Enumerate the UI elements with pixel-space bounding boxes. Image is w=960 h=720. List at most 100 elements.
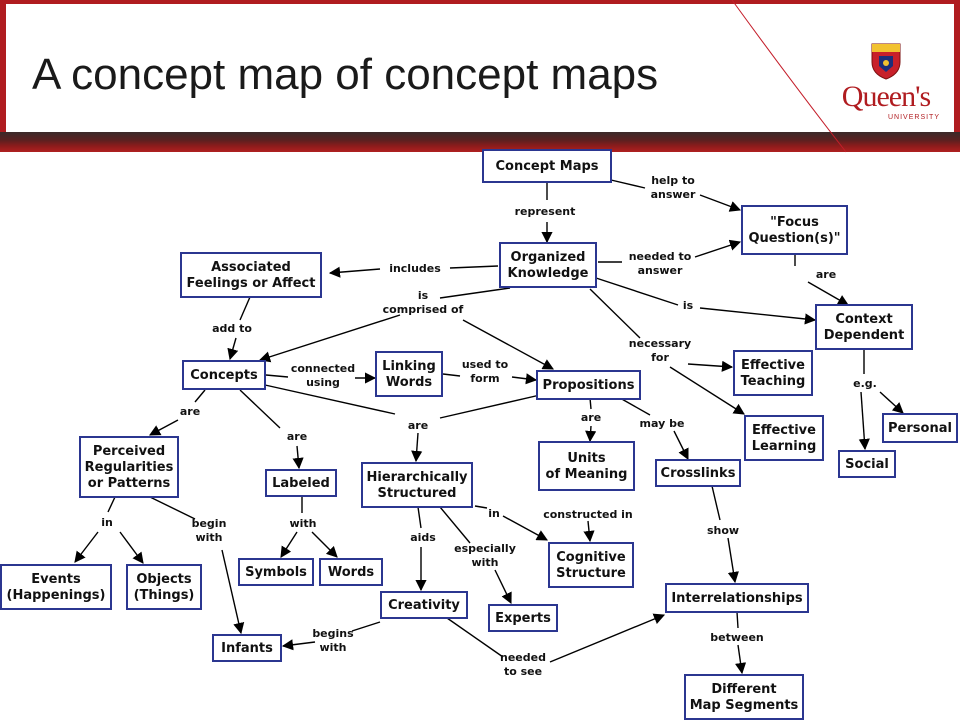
concept-box: [319, 558, 383, 586]
crest-icon: [871, 43, 901, 80]
map-connector: [736, 611, 739, 629]
map-connector: [264, 384, 396, 415]
concept-box: [536, 370, 641, 400]
link-label: represent: [515, 205, 576, 218]
concept-node-personal: Personal: [882, 413, 958, 443]
concept-box: [665, 583, 809, 613]
link-label: with: [289, 517, 316, 530]
map-connector: [258, 314, 401, 363]
concept-node-objects: Objects(Things): [126, 564, 202, 610]
concept-node-words: Words: [319, 558, 383, 586]
map-connector: [239, 296, 251, 321]
link-label: aids: [410, 531, 436, 544]
map-connector: [494, 569, 512, 605]
link-label: are: [816, 268, 836, 281]
map-connector: [439, 506, 471, 544]
link-phrase-l-add-to: add to: [212, 322, 252, 335]
header-frame-right: [954, 0, 960, 152]
concept-box: [684, 674, 804, 720]
map-connector: [511, 373, 538, 385]
map-connector: [711, 485, 721, 521]
concept-node-infants: Infants: [212, 634, 282, 662]
logo-subtext: UNIVERSITY: [888, 114, 941, 121]
map-connector: [474, 505, 488, 509]
map-connector: [585, 425, 597, 443]
concept-box: [180, 252, 322, 298]
concept-box: [375, 351, 443, 397]
map-connector: [239, 389, 281, 429]
map-connector: [74, 531, 99, 563]
map-connector: [583, 520, 595, 543]
map-connector: [673, 430, 689, 461]
concept-label: Crosslinks: [661, 466, 736, 481]
link-label: includes: [389, 262, 441, 275]
link-label: are: [581, 411, 601, 424]
concept-box: [212, 634, 282, 662]
logo-wordmark: Queen's: [841, 80, 931, 113]
link-phrase-l-represent: represent: [515, 205, 576, 218]
concept-box: [655, 459, 741, 487]
concept-box: [238, 558, 314, 586]
concept-box: [182, 360, 266, 390]
concept-box: [380, 591, 468, 619]
concept-node-social: Social: [838, 450, 896, 478]
concept-box: [744, 415, 824, 461]
concept-label: Labeled: [272, 476, 330, 491]
concept-box: [538, 441, 635, 491]
concept-node-crosslinks: Crosslinks: [655, 459, 741, 487]
concept-box: [733, 350, 813, 396]
map-connector: [292, 445, 304, 470]
map-connector: [194, 389, 206, 403]
concept-label: Concepts: [190, 368, 258, 383]
map-edges: [74, 179, 904, 675]
map-connector: [610, 179, 646, 189]
map-connector: [280, 531, 298, 558]
map-connector: [462, 319, 554, 370]
map-connector: [589, 288, 641, 339]
concept-node-events: Events(Happenings): [0, 564, 112, 610]
concept-node-symbols: Symbols: [238, 558, 314, 586]
map-connector: [807, 281, 849, 306]
link-phrase-l-may-be: may be: [640, 417, 685, 430]
link-label: constructed in: [543, 508, 633, 521]
concept-node-labeled: Labeled: [265, 469, 337, 497]
map-connector: [735, 644, 747, 675]
map-connector: [149, 496, 196, 520]
link-phrase-l-are-concepts: are: [180, 405, 200, 418]
link-label: show: [707, 524, 739, 537]
map-connector: [119, 531, 144, 564]
map-connector: [669, 366, 745, 415]
concept-label: Objects(Things): [134, 572, 195, 603]
concept-box: [548, 542, 634, 588]
map-connector: [439, 287, 511, 299]
link-label: between: [710, 631, 764, 644]
concept-box: [482, 149, 612, 183]
map-connector: [694, 239, 742, 258]
decorative-curve: [731, 0, 847, 153]
